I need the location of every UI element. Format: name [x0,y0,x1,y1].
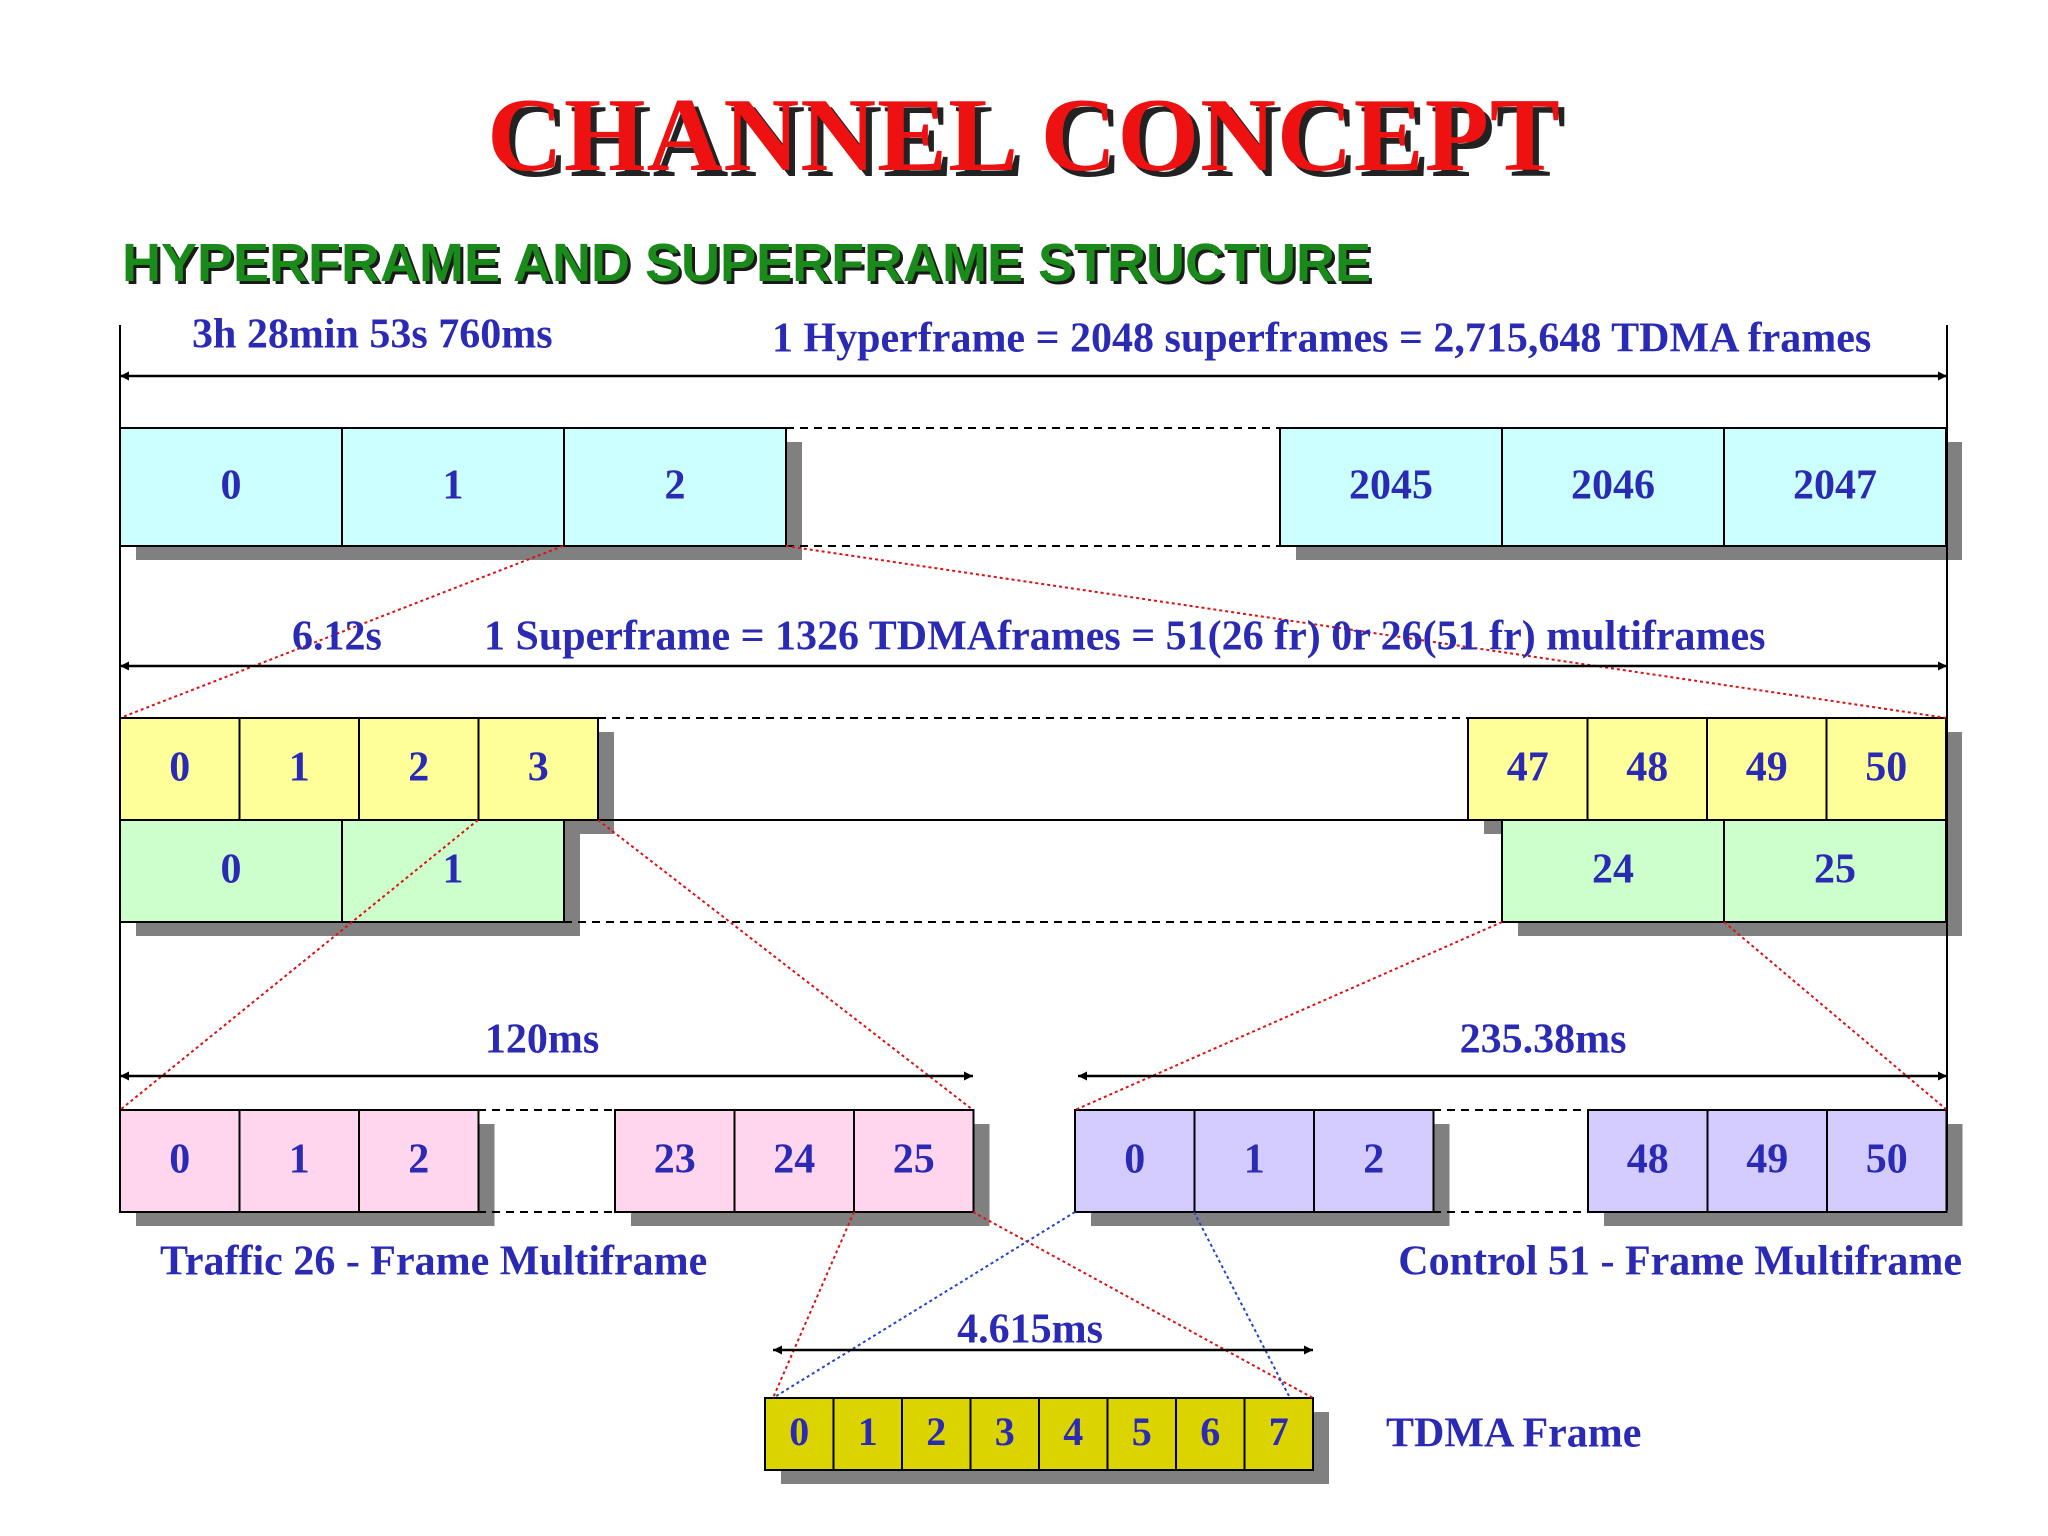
traffic-cell-label: 2 [408,1137,429,1183]
multiframe26-cell [1501,819,1725,923]
section-subtitle: HYPERFRAME AND SUPERFRAME STRUCTURE [122,233,1372,293]
superframe-to-traffic-connector [597,819,974,1111]
hyperframe-cell-label: 2 [665,463,686,509]
traffic-caption: Traffic 26 - Frame Multiframe [160,1239,707,1285]
hyperframe-cell-label: 2046 [1571,463,1655,509]
tdma-cell [1243,1397,1314,1471]
traffic-cell-label: 1 [289,1137,310,1183]
control-cell-label: 50 [1866,1137,1908,1183]
traffic-cell [733,1109,855,1213]
control-cell [1587,1109,1709,1213]
tdma-cell-label: 2 [926,1409,946,1454]
hyperframe-to-superframe-connector [119,545,564,719]
tdma-cell [1175,1397,1246,1471]
hyperframe-duration-label: 3h 28min 53s 760ms [192,312,553,358]
control-cell-label: 2 [1363,1137,1384,1183]
multiframe51-cell-label: 48 [1626,745,1668,791]
control-cell [1193,1109,1315,1213]
tdma-cell-label: 6 [1200,1409,1220,1454]
tdma-caption: TDMA Frame [1386,1411,1641,1457]
traffic-cell [614,1109,736,1213]
multiframe51-cell-label: 1 [289,745,310,791]
control-cell [1074,1109,1196,1213]
hyperframe-cell [119,427,343,547]
control-to-tdma-connector [772,1211,1076,1399]
multiframe26-cell-label: 1 [443,847,464,893]
hyperframe-definition-label: 1 Hyperframe = 2048 superframes = 2,715,… [772,316,1871,362]
multiframe26-cell-label: 25 [1814,847,1856,893]
control-caption: Control 51 - Frame Multiframe [1398,1239,1962,1285]
page-title: CHANNEL CONCEPT [487,76,1561,193]
tdma-cell-label: 3 [995,1409,1015,1454]
multiframe26-cell-label: 0 [221,847,242,893]
hyperframe-cell-label: 2045 [1349,463,1433,509]
superframe-definition-label: 1 Superframe = 1326 TDMAframes = 51(26 f… [484,614,1766,660]
multiframe26-cell [341,819,565,923]
traffic-cell [853,1109,975,1213]
traffic-to-tdma-connector [972,1211,1314,1399]
control-cell-label: 0 [1124,1137,1145,1183]
control-to-tdma-connector [1193,1211,1291,1399]
tdma-cell-label: 0 [789,1409,809,1454]
tdma-cell-label: 7 [1269,1409,1289,1454]
hyperframe-cell-label: 0 [221,463,242,509]
multiframe26-cell [119,819,343,923]
multiframe51-cell-label: 50 [1865,745,1907,791]
traffic-cell [238,1109,360,1213]
control-duration-label: 235.38ms [1460,1017,1627,1063]
traffic-to-tdma-connector [772,1211,855,1399]
multiframe51-cell-label: 2 [408,745,429,791]
multiframe51-cell [358,717,480,821]
multiframe51-cell [238,717,360,821]
control-cell-label: 1 [1244,1137,1265,1183]
traffic-duration-label: 120ms [485,1017,599,1063]
tdma-cell-label: 1 [858,1409,878,1454]
multiframe26-cell-label: 24 [1592,847,1634,893]
superframe-to-control-connector [1723,921,1948,1111]
hyperframe-cell [341,427,565,547]
tdma-cell-label: 4 [1063,1409,1083,1454]
tdma-cell-label: 5 [1132,1409,1152,1454]
hyperframe-cell-label: 2047 [1793,463,1877,509]
multiframe51-cell-label: 49 [1746,745,1788,791]
hyperframe-cell [1279,427,1503,547]
hyperframe-cell [563,427,787,547]
traffic-cell-label: 0 [169,1137,190,1183]
control-cell [1313,1109,1435,1213]
multiframe51-cell-label: 47 [1507,745,1549,791]
control-cell-label: 48 [1627,1137,1669,1183]
superframe-to-control-connector [1074,921,1503,1111]
traffic-cell [119,1109,241,1213]
hyperframe-cell-label: 1 [443,463,464,509]
traffic-cell [358,1109,480,1213]
traffic-cell-label: 23 [654,1137,696,1183]
multiframe51-cell-label: 3 [528,745,549,791]
control-cell [1826,1109,1948,1213]
hyperframe-cell [1723,427,1947,547]
traffic-cell-label: 25 [893,1137,935,1183]
control-cell-label: 49 [1746,1137,1788,1183]
multiframe51-cell [1825,717,1947,821]
multiframe51-cell-label: 0 [169,745,190,791]
tdma-duration-label: 4.615ms [957,1307,1103,1353]
hyperframe-cell [1501,427,1725,547]
superframe-duration-label: 6.12s [292,614,382,660]
traffic-cell-label: 24 [773,1137,815,1183]
superframe-to-traffic-connector [119,819,479,1111]
multiframe26-cell [1723,819,1947,923]
hyperframe-to-superframe-connector [785,545,1948,719]
